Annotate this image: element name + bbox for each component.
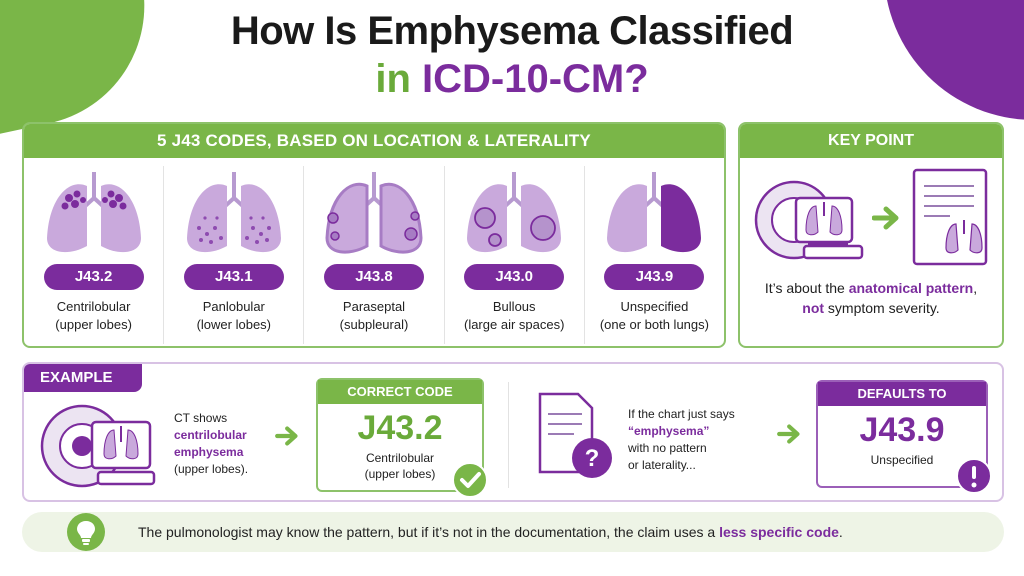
- arrow-right-icon: [777, 424, 800, 444]
- key-point-illustration: [740, 158, 1002, 278]
- code-pill: J43.8: [324, 264, 424, 290]
- default-code-sub: Unspecified: [870, 453, 934, 467]
- code-card-j43-8: J43.8 Paraseptal (subpleural): [303, 166, 443, 344]
- code-card-j43-1: J43.1 Panlobular (lower lobes): [163, 166, 303, 344]
- code-card-j43-2: J43.2 Centrilobular (upper lobes): [24, 166, 163, 344]
- default-code-box: DEFAULTS TO J43.9 Unspecified: [816, 380, 992, 494]
- page-title: How Is Emphysema Classified in ICD-10-CM…: [0, 8, 1024, 104]
- arrow-right-icon: [872, 206, 899, 230]
- example-chart-text: If the chart just says “emphysema” with …: [628, 407, 735, 472]
- codes-heading: 5 J43 CODES, BASED ON LOCATION & LATERAL…: [24, 124, 724, 158]
- example-divider: [508, 382, 509, 488]
- lungs-upper-nodules-icon: [46, 172, 141, 253]
- bottom-note: The pulmonologist may know the pattern, …: [22, 512, 1004, 552]
- lungs-dark-icon: [607, 172, 702, 253]
- code-pill: J43.0: [464, 264, 565, 290]
- codes-panel: 5 J43 CODES, BASED ON LOCATION & LATERAL…: [22, 122, 726, 348]
- check-icon: [452, 462, 488, 498]
- key-point-heading: KEY POINT: [740, 124, 1002, 158]
- example-panel: EXAMPLE CT shows centrilobular emphysema…: [22, 362, 1004, 502]
- example-tab: EXAMPLE: [24, 364, 142, 392]
- svg-text:?: ?: [585, 445, 600, 472]
- correct-code-value: J43.2: [357, 409, 443, 447]
- bottom-note-text: The pulmonologist may know the pattern, …: [138, 524, 843, 540]
- document-question-icon: ?: [538, 392, 612, 478]
- code-card-j43-9: J43.9 Unspecified (one or both lungs): [583, 166, 724, 344]
- ct-scanner-icon: [40, 404, 156, 488]
- lungs-lower-dots-icon: [186, 172, 281, 253]
- title-line1: How Is Emphysema Classified: [230, 9, 794, 53]
- lungs-subpleural-icon: [325, 172, 423, 254]
- correct-code-sub1: Centrilobular: [365, 451, 435, 465]
- code-description: Bullous (large air spaces): [463, 299, 565, 332]
- code-pill: J43.9: [604, 264, 705, 290]
- document-lungs-icon: [912, 168, 988, 266]
- example-ct-text: CT shows centrilobular emphysema (upper …: [174, 411, 249, 476]
- correct-code-heading: CORRECT CODE: [318, 380, 482, 404]
- lungs-bullae-icon: [467, 172, 562, 253]
- key-point-panel: KEY POINT It’s about the anatomical patt…: [738, 122, 1004, 348]
- code-pill: J43.1: [183, 264, 284, 290]
- default-code-heading: DEFAULTS TO: [818, 382, 986, 406]
- code-description: Paraseptal (subpleural): [339, 299, 409, 332]
- code-description: Centrilobular (upper lobes): [55, 299, 132, 332]
- default-code-value: J43.9: [859, 411, 945, 449]
- code-card-j43-0: J43.0 Bullous (large air spaces): [443, 166, 584, 344]
- correct-code-box: CORRECT CODE J43.2 Centrilobular (upper …: [316, 378, 488, 498]
- codes-row: J43.2 Centrilobular (upper lobes) J43.1 …: [24, 158, 724, 344]
- correct-code-sub2: (upper lobes): [364, 467, 436, 481]
- key-point-text: It’s about the anatomical pattern, not s…: [764, 280, 978, 316]
- ct-scanner-icon: [754, 180, 864, 260]
- alert-icon: [956, 458, 992, 494]
- title-line2: in ICD-10-CM?: [375, 57, 649, 101]
- lightbulb-icon: [67, 513, 105, 551]
- arrow-right-icon: [275, 426, 298, 446]
- code-description: Panlobular (lower lobes): [196, 299, 272, 332]
- code-description: Unspecified (one or both lungs): [599, 299, 709, 332]
- code-pill: J43.2: [43, 264, 144, 290]
